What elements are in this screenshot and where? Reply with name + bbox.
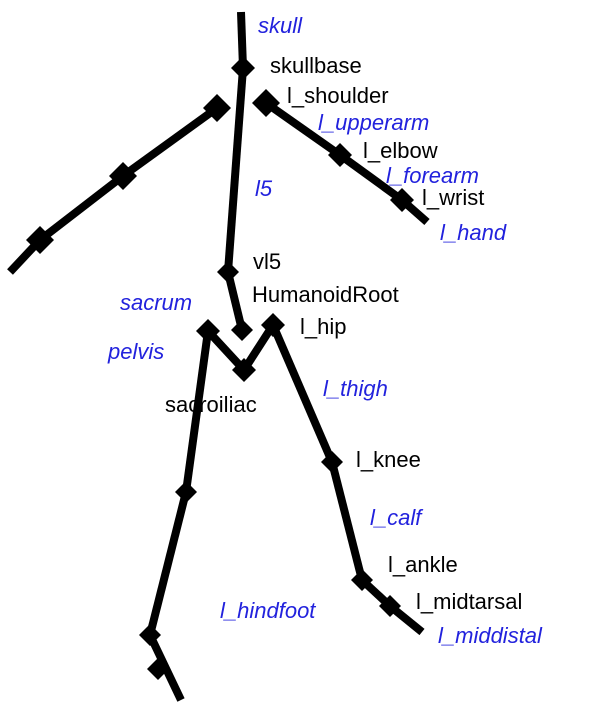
label-l-ankle: l_ankle: [388, 552, 458, 577]
joint-vl5: [217, 261, 239, 283]
bone-l-forearm: [337, 151, 405, 204]
bone-spine-upper: [224, 67, 247, 273]
label-l5: l5: [255, 176, 273, 201]
label-vl5: vl5: [253, 249, 281, 274]
bone-l-upperarm: [263, 99, 343, 159]
joint-l-midtarsal: [379, 595, 401, 617]
joint-r-knee: [175, 481, 197, 503]
segment-labels: skull l_upperarm l_forearm l_hand l5 sac…: [107, 13, 543, 648]
label-l-wrist: l_wrist: [422, 185, 484, 210]
label-pelvis: pelvis: [107, 339, 164, 364]
bone-l-calf: [328, 461, 366, 581]
label-l-midtarsal: l_midtarsal: [416, 589, 522, 614]
bone-sacrum-right: [240, 322, 277, 373]
label-l-upperarm: l_upperarm: [318, 110, 429, 135]
joint-l-knee: [321, 451, 343, 473]
joint-r-hip: [196, 319, 220, 343]
joint-l-hip: [261, 313, 285, 337]
label-l-hip: l_hip: [300, 314, 346, 339]
joint-labels: skullbase l_shoulder l_elbow l_wrist vl5…: [165, 53, 522, 614]
joint-r-midtarsal: [147, 658, 169, 680]
bone-r-thigh: [182, 330, 212, 493]
joint-sacroiliac: [232, 358, 256, 382]
bone-r-forearm: [37, 172, 126, 244]
label-sacrum: sacrum: [120, 290, 192, 315]
label-l-calf: l_calf: [370, 505, 424, 530]
label-sacroiliac: sacroiliac: [165, 392, 257, 417]
label-skullbase: skullbase: [270, 53, 362, 78]
joint-l-elbow: [328, 143, 352, 167]
bone-spine-lower: [224, 271, 246, 331]
label-l-forearm: l_forearm: [386, 163, 479, 188]
bone-sacrum-left: [205, 328, 247, 373]
label-l-thigh: l_thigh: [323, 376, 388, 401]
label-l-hindfoot: l_hindfoot: [220, 598, 316, 623]
bone-l-thigh: [269, 323, 336, 464]
joint-l-ankle: [351, 569, 373, 591]
bone-r-upperarm: [120, 104, 220, 180]
bone-r-calf: [146, 491, 190, 636]
label-l-middistal: l_middistal: [438, 623, 543, 648]
joints: [26, 56, 414, 680]
joint-r-ankle: [139, 624, 161, 646]
joint-r-elbow: [109, 162, 137, 190]
label-l-knee: l_knee: [356, 447, 421, 472]
joint-r-shoulder: [203, 94, 231, 122]
joint-humanoid-root: [231, 319, 253, 341]
joint-l-wrist: [390, 188, 414, 212]
label-l-hand: l_hand: [440, 220, 507, 245]
label-skull: skull: [258, 13, 303, 38]
joint-r-wrist: [26, 226, 54, 254]
joint-skullbase: [231, 56, 255, 80]
label-l-shoulder: l_shoulder: [287, 83, 389, 108]
label-humanoid-root: HumanoidRoot: [252, 282, 399, 307]
label-l-elbow: l_elbow: [363, 138, 438, 163]
joint-l-shoulder: [252, 89, 280, 117]
